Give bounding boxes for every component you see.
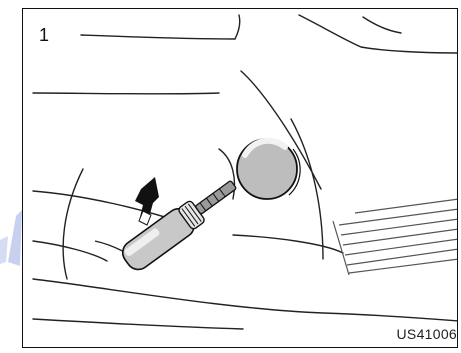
bumper-curve-right (291, 119, 323, 259)
lower-edge-line (33, 319, 243, 329)
left-curve (63, 169, 83, 279)
figure-code: US41006 (397, 326, 457, 342)
bumper-right-line (233, 235, 343, 253)
figure-frame: 1 US41006 (22, 8, 458, 348)
pry-direction-arrow-icon (135, 177, 159, 225)
hood-line-top (81, 15, 240, 39)
headlamp-upper-line (33, 93, 219, 94)
grille (333, 199, 458, 275)
hood-crease-right (299, 15, 458, 53)
hood-crease-right-upper (363, 17, 401, 33)
lower-bumper-line (33, 279, 458, 321)
step-number: 1 (39, 25, 49, 46)
vehicle-front-illustration (23, 9, 458, 348)
bumper-mid-line (33, 241, 107, 261)
